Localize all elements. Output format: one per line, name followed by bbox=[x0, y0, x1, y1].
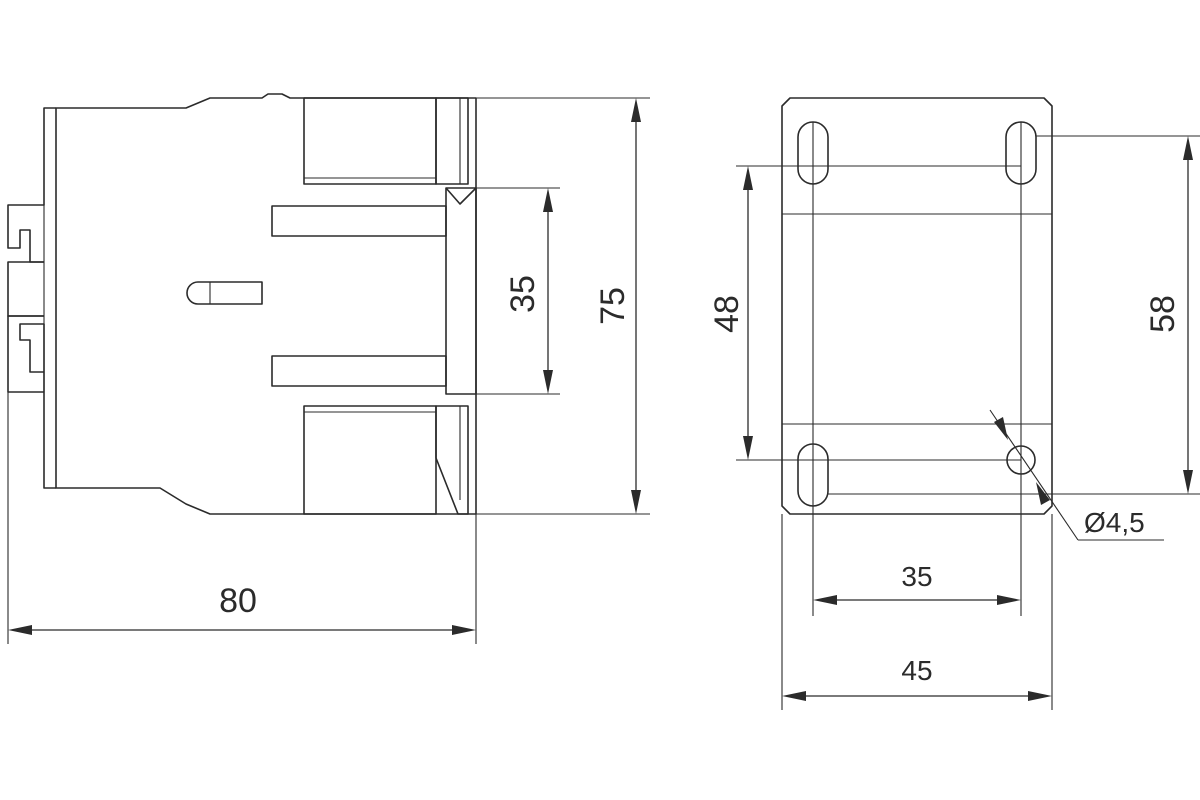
arrow-80-left bbox=[8, 625, 32, 635]
side-view: 75 35 80 bbox=[7, 93, 650, 644]
upper-contact-bar bbox=[271, 205, 447, 237]
arrow-hole-upper bbox=[994, 417, 1008, 440]
din-clip-top bbox=[7, 107, 56, 263]
dim-label-75: 75 bbox=[594, 287, 632, 325]
dim-label-45: 45 bbox=[901, 655, 932, 686]
arrow-75-top bbox=[631, 98, 641, 122]
lower-contact-bar bbox=[271, 355, 447, 387]
arrow-35-side-bottom bbox=[543, 370, 553, 394]
front-view: 48 58 Ø4,5 35 45 bbox=[708, 97, 1200, 710]
lower-terminal-block bbox=[303, 405, 437, 515]
indicator-window bbox=[186, 281, 263, 305]
dim-label-58: 58 bbox=[1144, 295, 1182, 333]
arrow-45-right bbox=[1028, 691, 1052, 701]
arrow-80-right bbox=[452, 625, 476, 635]
arrow-48-bottom bbox=[743, 436, 753, 460]
arrow-35-front-right bbox=[997, 595, 1021, 605]
side-view-body-outline bbox=[55, 93, 477, 515]
dim-label-35-front: 35 bbox=[901, 561, 932, 592]
dim-label-35-side: 35 bbox=[504, 275, 542, 313]
upper-terminal-block bbox=[303, 97, 437, 185]
arrow-58-top bbox=[1183, 136, 1193, 160]
arrow-45-left bbox=[782, 691, 806, 701]
upper-terminal-post bbox=[435, 97, 469, 185]
arrow-35-front-left bbox=[813, 595, 837, 605]
dim-label-hole: Ø4,5 bbox=[1084, 507, 1145, 538]
mounting-plate-outline bbox=[781, 97, 1053, 515]
lower-terminal-post bbox=[435, 405, 469, 515]
arrow-48-top bbox=[743, 166, 753, 190]
din-clip-middle bbox=[7, 261, 44, 317]
din-clip-bottom bbox=[7, 315, 56, 489]
arrow-75-bottom bbox=[631, 490, 641, 514]
arrow-hole-lower bbox=[1036, 482, 1050, 505]
dim-label-80: 80 bbox=[219, 582, 257, 620]
aux-contact-notch bbox=[445, 187, 477, 205]
aux-contact-block bbox=[445, 187, 477, 395]
arrow-35-side-top bbox=[543, 188, 553, 212]
arrow-58-bottom bbox=[1183, 470, 1193, 494]
dim-label-48: 48 bbox=[708, 295, 746, 333]
